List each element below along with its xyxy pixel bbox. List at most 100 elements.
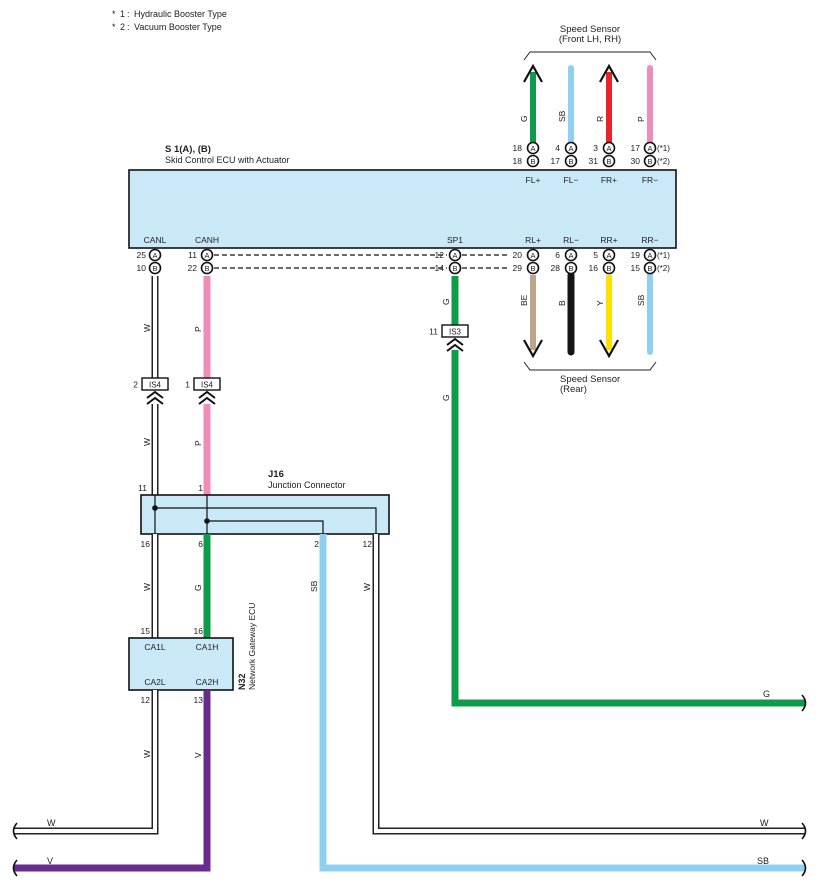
wire-label: W [760, 818, 769, 828]
connector-letter: A [452, 251, 457, 260]
wire-w-outline [14, 690, 159, 835]
ecu-pin-label-fr-minus: FR− [642, 175, 658, 185]
pin-number: 18 [513, 156, 523, 166]
pin-note: (*1) [657, 251, 670, 260]
pin-number: 17 [631, 143, 641, 153]
ecu-top-connectors: 18 A 18 B 4 A 17 B 3 A 31 B 17 A (*1) 30… [513, 141, 670, 168]
gateway-name: Network Gateway ECU [247, 603, 257, 690]
arrow-icon [599, 339, 619, 359]
ecu-pin-label-canl: CANL [144, 235, 167, 245]
gateway-pin-label: CA1L [144, 642, 166, 652]
wire-label: W [362, 583, 372, 591]
pin-number: 17 [551, 156, 561, 166]
pin-number: 22 [188, 263, 198, 273]
connector-letter: A [606, 144, 611, 153]
wire-sp1-out [451, 350, 805, 707]
arrow-icon [523, 63, 543, 83]
note-2-text: Vacuum Booster Type [134, 22, 222, 32]
connector-b-icon [564, 261, 578, 275]
connector-letter: B [606, 264, 611, 273]
ecu-pin-label-rr-plus: RR+ [600, 235, 617, 245]
wire-label-fr-plus: R [595, 116, 605, 122]
ecu-name: Skid Control ECU with Actuator [165, 155, 290, 165]
wire-label: P [193, 326, 203, 332]
ecu-pin-label-fl-plus: FL+ [526, 175, 541, 185]
wire-label-rr-plus: Y [595, 300, 605, 306]
junction-bus-canh [206, 495, 324, 540]
gateway-code: N32 [237, 673, 247, 690]
gateway-pin-label: CA2H [196, 677, 219, 687]
rear-sensor-title: Speed Sensor [560, 374, 620, 385]
rear-speed-sensor: Speed Sensor (Rear) [523, 361, 657, 395]
junction-pin: 12 [363, 539, 373, 549]
wire-label: G [441, 394, 451, 401]
connector-letter: B [204, 264, 209, 273]
note-2-colon: : [127, 22, 130, 32]
ecu-pin-label-rr-minus: RR− [641, 235, 658, 245]
connector-letter: B [568, 157, 573, 166]
pin-number: 31 [589, 156, 599, 166]
break-mark-icon [12, 822, 18, 840]
rear-sensor-wires: BE B Y SB [519, 271, 653, 359]
pin-number: 25 [137, 250, 147, 260]
connector-b-icon [148, 261, 162, 275]
junction-connector: J16 Junction Connector 11 1 16 6 2 12 [138, 469, 390, 549]
front-sensor-wires: G SB R P [519, 63, 653, 147]
junction-pin: 11 [138, 483, 147, 493]
rear-sensor-bracket [523, 361, 657, 371]
wire-label-fr-minus: P [636, 116, 646, 122]
connector-a-icon [526, 141, 540, 155]
wire-label: P [193, 440, 203, 446]
pin-note: (*1) [657, 144, 670, 153]
front-sensor-subtitle: (Front LH, RH) [559, 34, 621, 45]
connector-b-icon [526, 261, 540, 275]
wire-label: G [193, 584, 203, 591]
pin-number: 12 [435, 250, 445, 260]
inline-connectors: IS4 2 IS4 1 IS3 11 [133, 324, 469, 405]
gateway-wires: W G SB W [142, 534, 805, 872]
ecu-pin-label-rl-minus: RL− [563, 235, 579, 245]
connector-a-icon [526, 248, 540, 262]
inline-connector-box [141, 377, 169, 391]
connector-b-icon [643, 261, 657, 275]
wire-label: SB [309, 580, 319, 592]
wire-label: G [763, 689, 770, 699]
pin-number: 19 [631, 250, 641, 260]
junction-bus-canl [154, 495, 377, 540]
wire-w-outline [372, 534, 805, 835]
chevron-up-icon [198, 390, 216, 405]
wire-v [14, 690, 211, 872]
pin-number: 4 [555, 143, 560, 153]
inline-connector-name: IS3 [449, 328, 462, 337]
wire-label: W [142, 438, 152, 446]
pin-number: 16 [589, 263, 599, 273]
wire-label-rr-minus: SB [636, 294, 646, 306]
ecu-pin-label-rl-plus: RL+ [525, 235, 541, 245]
inline-connector-name: IS4 [149, 381, 162, 390]
connector-b-icon [448, 261, 462, 275]
connector-letter: B [568, 264, 573, 273]
pin-number: 6 [555, 250, 560, 260]
connector-letter: A [568, 144, 573, 153]
connector-letter: A [530, 251, 535, 260]
connector-letter: B [530, 157, 535, 166]
chevron-up-icon [446, 337, 464, 352]
connector-letter: A [647, 144, 652, 153]
connector-a-icon [564, 141, 578, 155]
wire-label-fl-plus: G [519, 115, 529, 122]
connector-letter: A [152, 251, 157, 260]
pin-number: 5 [593, 250, 598, 260]
wire-label: V [193, 752, 203, 758]
junction-box [140, 494, 390, 535]
connector-a-icon [448, 248, 462, 262]
pin-number: 11 [188, 250, 197, 260]
ecu-box [128, 169, 677, 249]
skid-control-ecu: S 1(A), (B) Skid Control ECU with Actuat… [128, 144, 677, 249]
gateway-pin: 12 [141, 695, 151, 705]
connector-letter: B [452, 264, 457, 273]
pin-number: 28 [551, 263, 561, 273]
gateway-box [128, 637, 234, 691]
junction-code: J16 [268, 469, 284, 480]
connector-letter: A [568, 251, 573, 260]
